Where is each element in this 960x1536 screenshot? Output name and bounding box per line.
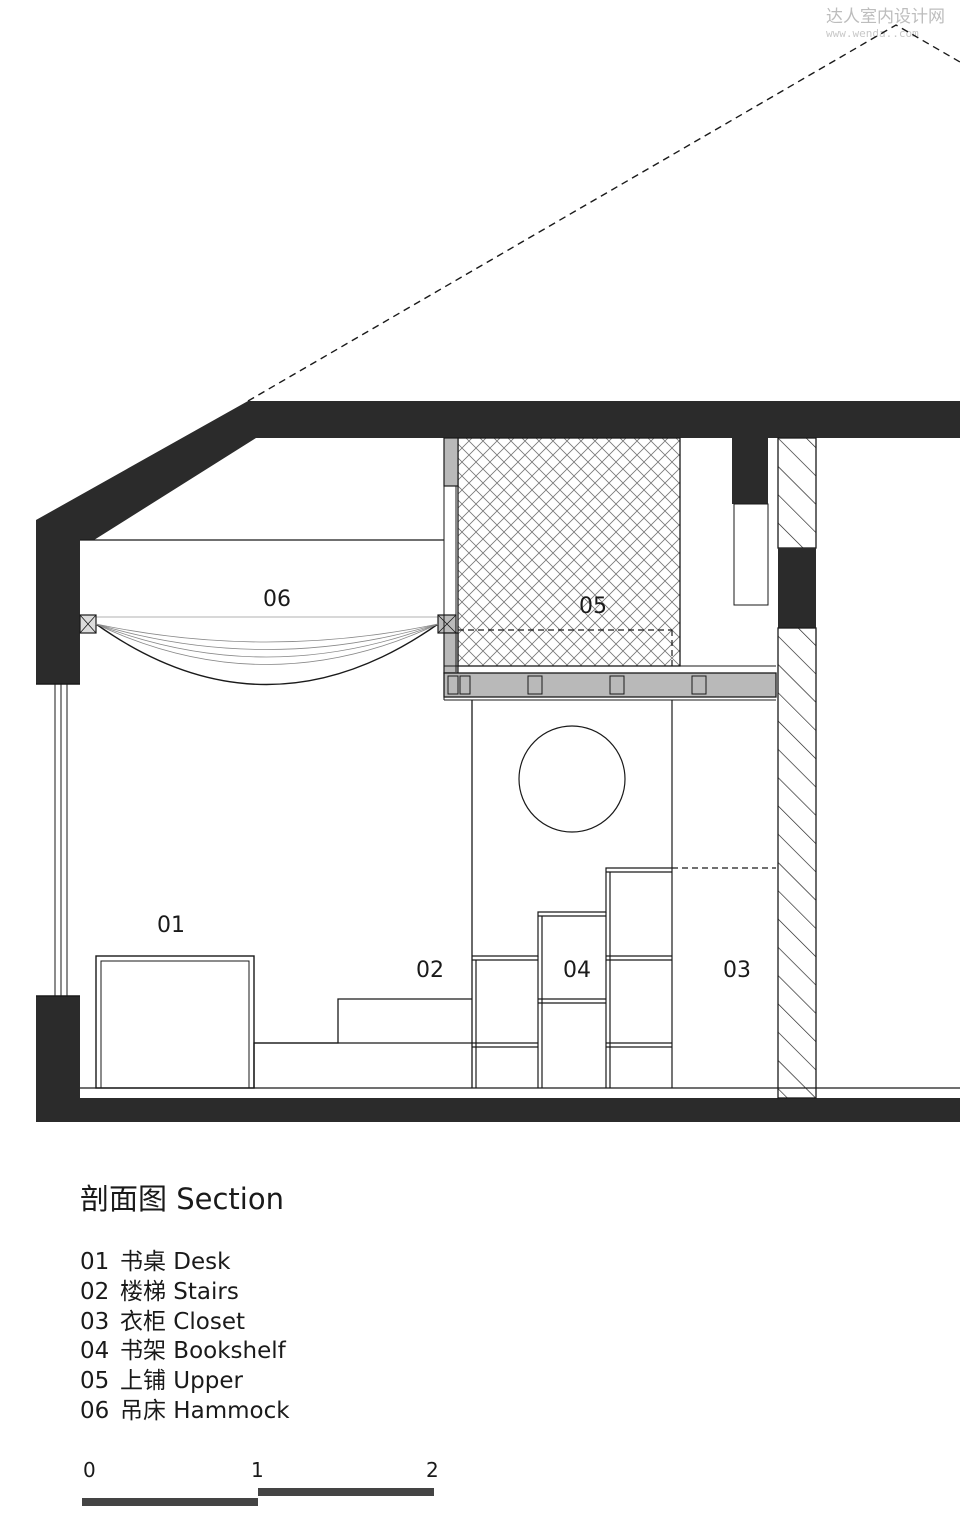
ceiling-beam — [732, 438, 768, 504]
bookshelf — [472, 700, 776, 1088]
label-04: 04 — [563, 958, 591, 983]
section-drawing: 达人室内设计网 www.wenda..com — [36, 7, 960, 1122]
label-06: 06 — [263, 587, 291, 612]
legend-item: 01 书桌 Desk — [80, 1248, 290, 1278]
watermark-name: 达人室内设计网 — [826, 7, 945, 27]
legend-code: 02 — [80, 1278, 110, 1305]
drawing-title: 剖面图 Section — [80, 1182, 284, 1216]
light-box — [733, 503, 769, 606]
window — [36, 684, 80, 996]
wall-shell — [36, 401, 960, 1122]
hammock — [79, 614, 457, 686]
legend-item: 06 吊床 Hammock — [80, 1397, 290, 1427]
scale-label-2: 2 — [426, 1458, 439, 1482]
legend-item: 04 书架 Bookshelf — [80, 1337, 290, 1367]
label-05: 05 — [579, 594, 607, 619]
legend-name: 吊床 Hammock — [120, 1397, 290, 1424]
legend-name: 楼梯 Stairs — [120, 1278, 239, 1305]
upper-bunk — [443, 437, 777, 701]
legend-code: 06 — [80, 1397, 110, 1424]
roof-outline-dashed — [247, 24, 960, 402]
legend-item: 05 上铺 Upper — [80, 1367, 290, 1397]
scale-label-1: 1 — [251, 1458, 264, 1482]
label-01: 01 — [157, 913, 185, 938]
legend-name: 书架 Bookshelf — [120, 1338, 286, 1365]
label-03: 03 — [723, 958, 751, 983]
scale-bar — [82, 1488, 434, 1506]
legend-name: 上铺 Upper — [120, 1368, 243, 1395]
partition-wall — [777, 437, 817, 1099]
legend-item: 03 衣柜 Closet — [80, 1308, 290, 1338]
legend-code: 05 — [80, 1368, 110, 1395]
legend-name: 衣柜 Closet — [120, 1308, 245, 1335]
legend-code: 01 — [80, 1249, 110, 1275]
legend-code: 04 — [80, 1338, 110, 1365]
watermark-url: www.wenda..com — [826, 27, 919, 40]
label-02: 02 — [416, 958, 444, 983]
desk — [95, 955, 255, 1089]
legend: 01 书桌 Desk 02 楼梯 Stairs 03 衣柜 Closet 04 书架 B… — [80, 1248, 290, 1427]
legend-code: 03 — [80, 1308, 110, 1335]
legend-name: 书桌 Desk — [120, 1249, 231, 1275]
legend-item: 02 楼梯 Stairs — [80, 1278, 290, 1308]
scale-label-0: 0 — [83, 1458, 96, 1482]
stairs — [253, 700, 473, 1088]
